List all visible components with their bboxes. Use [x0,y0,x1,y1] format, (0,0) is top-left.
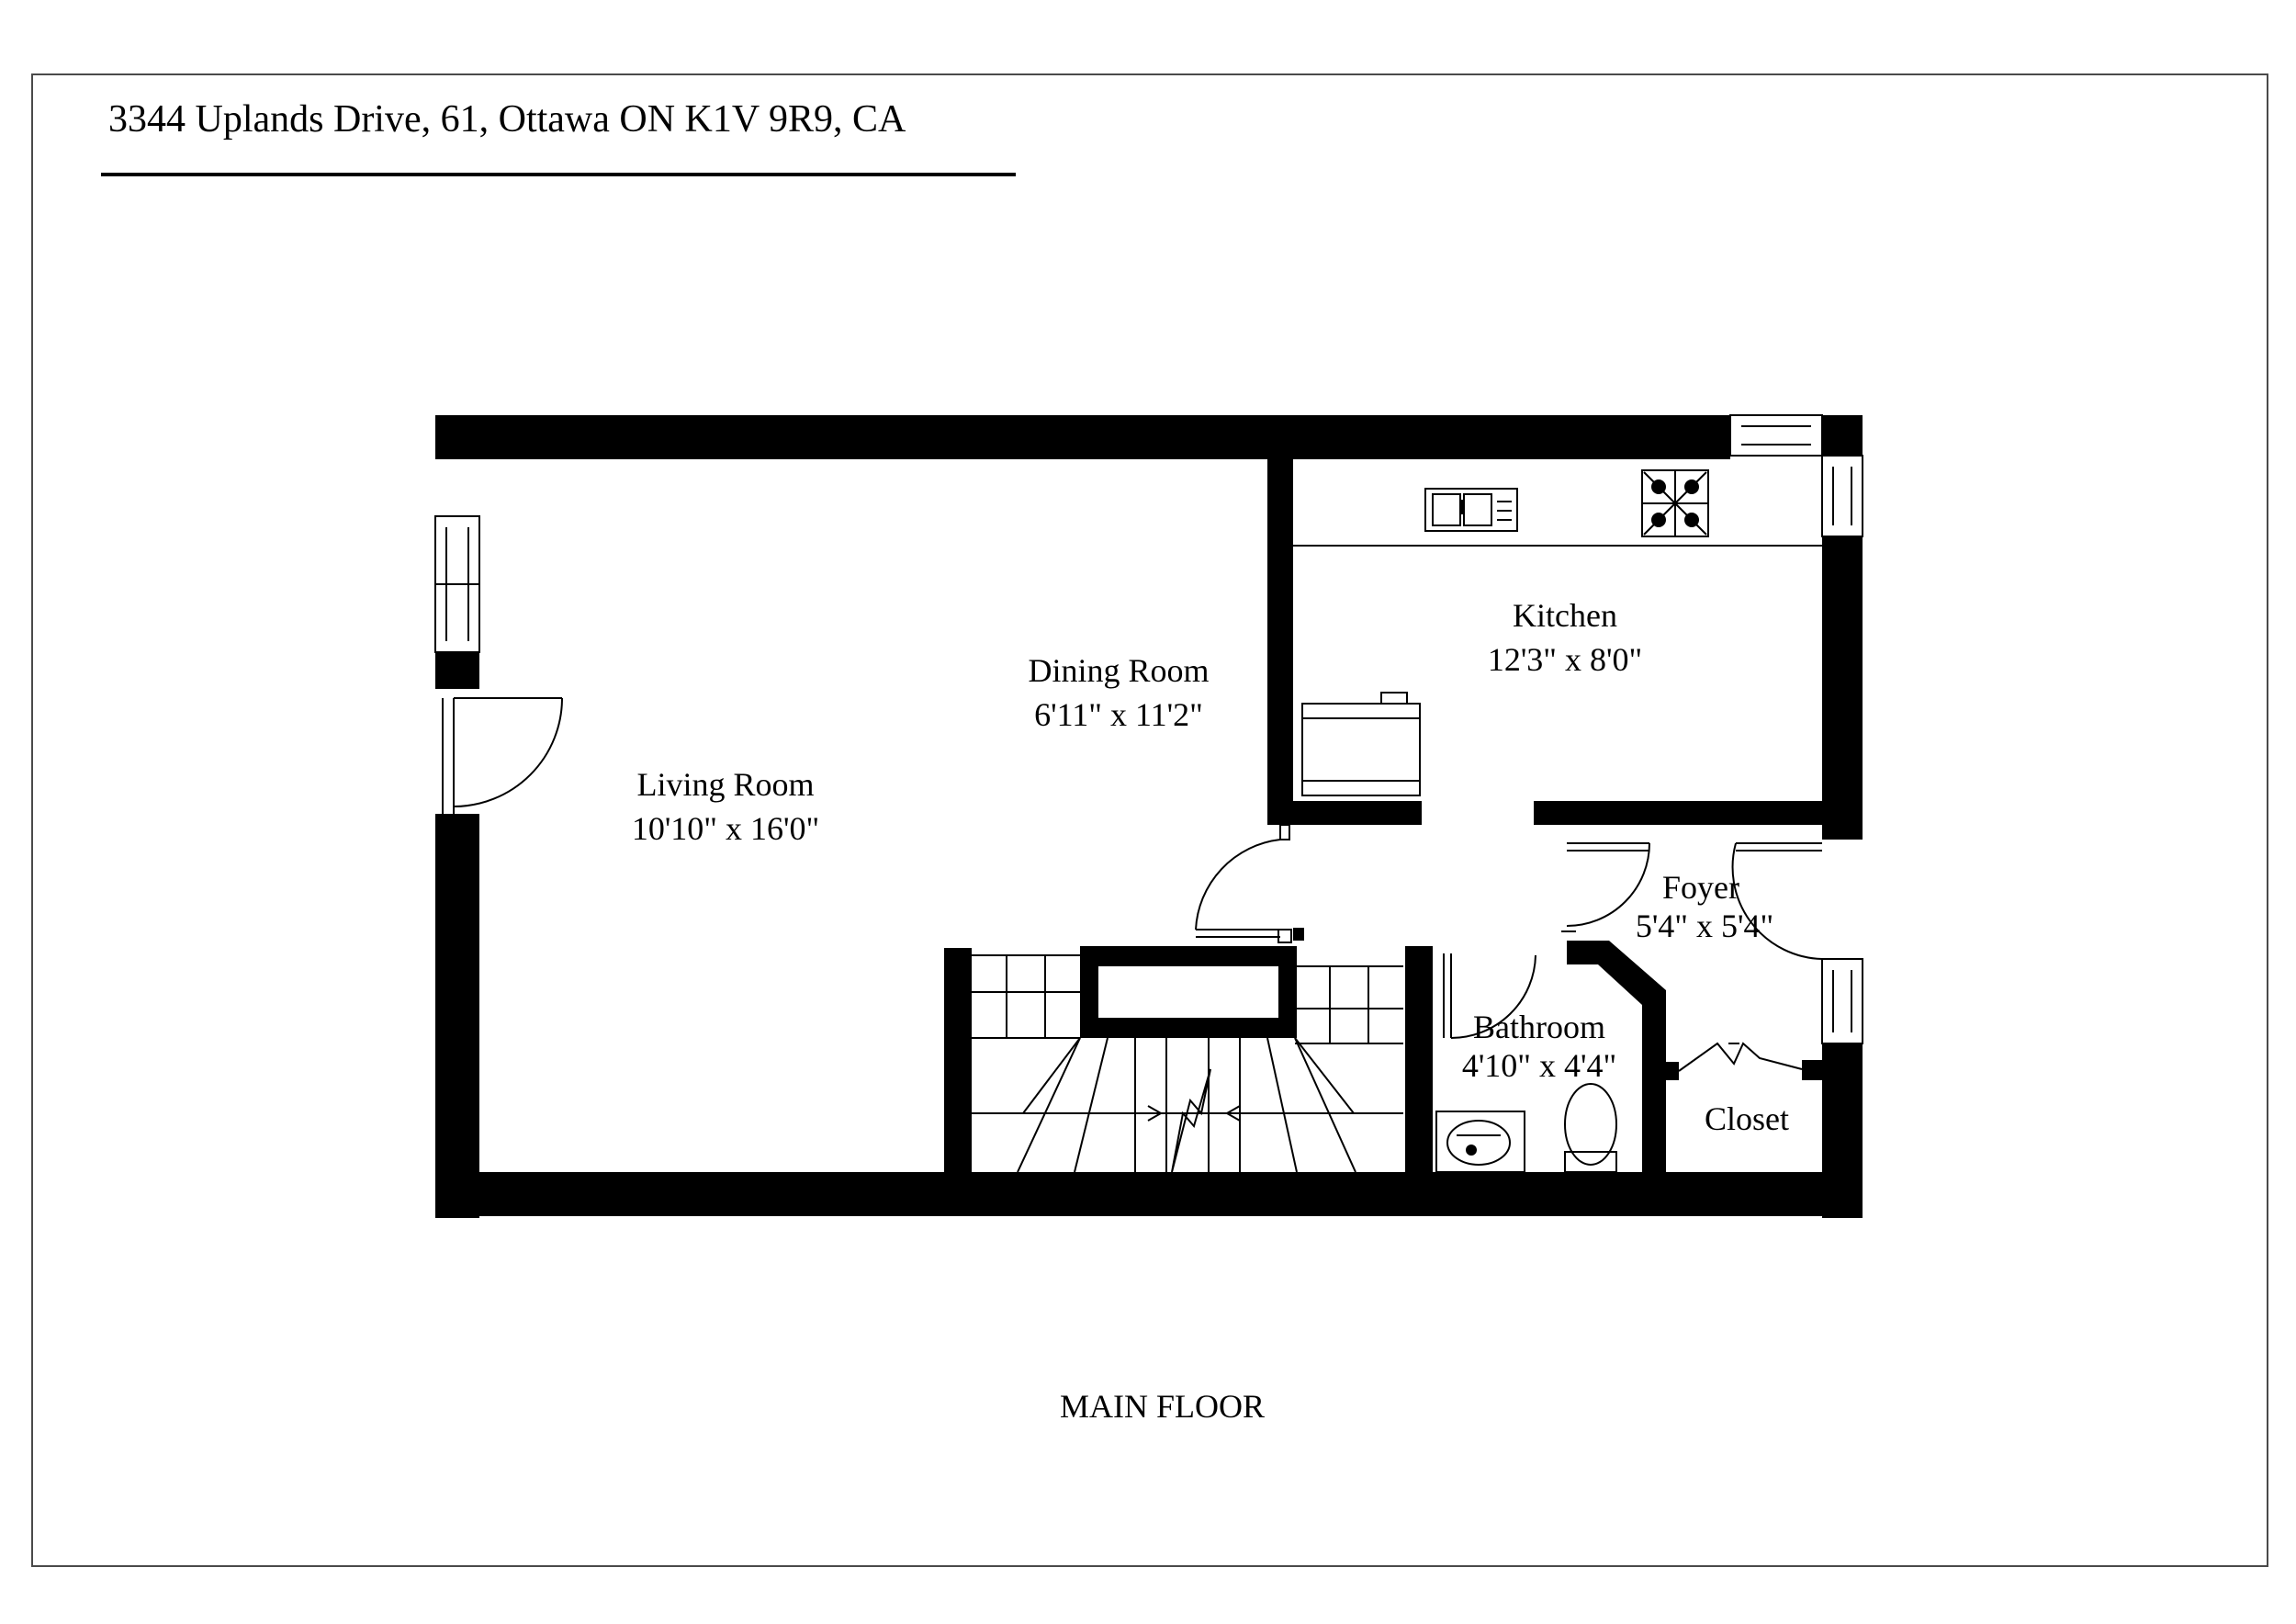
sink-icon [1424,488,1518,532]
interior-walls [944,456,1829,1178]
living-room-size: 10'10" x 16'0" [632,810,819,847]
closet-bifold-door [1678,1042,1803,1072]
living-room-name: Living Room [636,766,814,803]
foyer-size: 5'4" x 5'4" [1636,908,1773,944]
address-underline [101,173,1016,176]
toilet-icon [1564,1083,1617,1173]
bathroom-door [1443,953,1536,1039]
dining-room-name: Dining Room [1028,652,1209,689]
dining-room-size: 6'11" x 11'2" [1034,696,1203,733]
living-room-door [442,697,563,814]
floor-name: MAIN FLOOR [1060,1388,1266,1425]
property-address: 3344 Uplands Drive, 61, Ottawa ON K1V 9R… [108,98,906,141]
bathroom-size: 4'10" x 4'4" [1462,1047,1616,1084]
refrigerator-icon [1301,692,1421,796]
staircase [972,954,1403,1173]
bathroom-name: Bathroom [1473,1009,1605,1045]
bathroom-sink-icon [1435,1111,1525,1173]
kitchen-name: Kitchen [1513,597,1617,634]
page-frame [31,73,2268,1567]
kitchen-size: 12'3" x 8'0" [1488,641,1642,678]
foyer-doors [1561,842,1823,960]
closet-name: Closet [1705,1100,1789,1137]
dining-door [1195,824,1292,943]
windows [434,414,1863,1044]
stove-icon [1641,469,1709,537]
foyer-name: Foyer [1662,869,1739,906]
